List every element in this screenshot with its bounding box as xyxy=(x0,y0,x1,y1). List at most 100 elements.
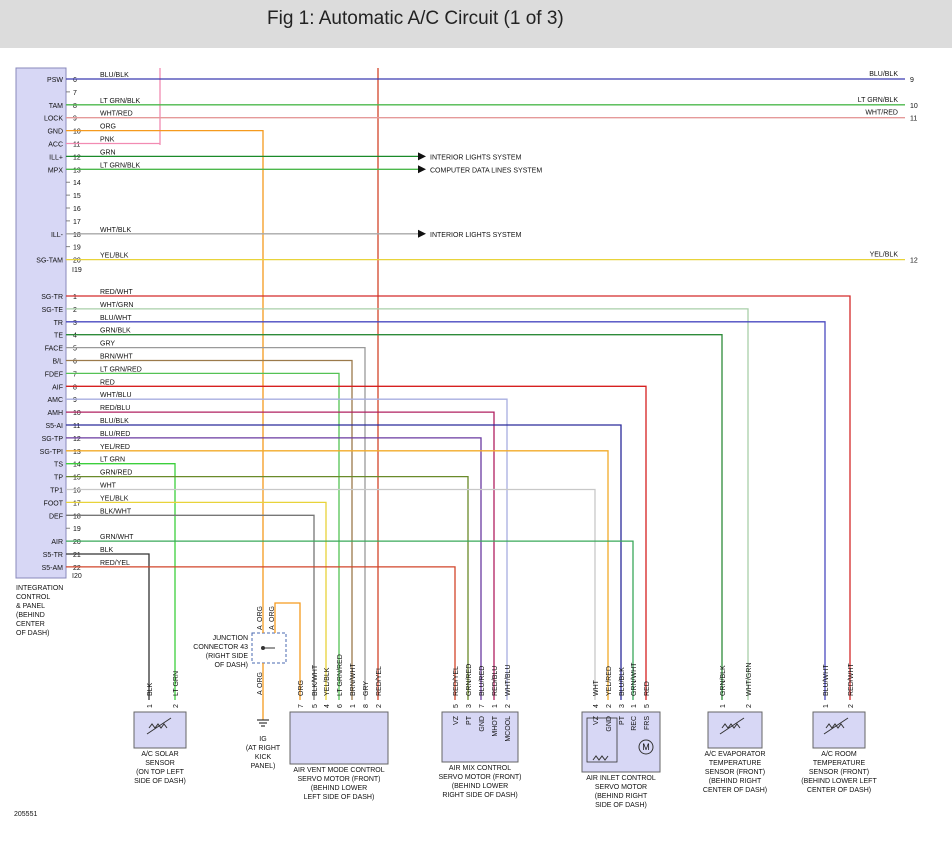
wire-tr xyxy=(66,321,826,700)
pin-number: 1 xyxy=(147,704,154,708)
terminal-number: 12 xyxy=(910,258,918,265)
pin-label: AIF xyxy=(52,384,63,391)
pin-number: 2 xyxy=(848,704,855,708)
pin-number: 18 xyxy=(73,232,81,239)
pin-number: 13 xyxy=(73,167,81,174)
terminal-number: 11 xyxy=(910,116,917,123)
wire-foot xyxy=(66,501,327,700)
pin-number: 4 xyxy=(324,704,331,708)
wire-label: WHT xyxy=(100,483,117,490)
header-bar: Fig 1: Automatic A/C Circuit (1 of 3) xyxy=(0,0,952,48)
wire-label: LT GRN xyxy=(100,457,125,464)
pin-number: 5 xyxy=(453,704,460,708)
vent-caption: SERVO MOTOR (FRONT) xyxy=(298,776,381,783)
evap-caption: SENSOR (FRONT) xyxy=(705,769,765,776)
wire-label: GRN/RED xyxy=(100,470,132,477)
pin-number: 8 xyxy=(73,103,77,110)
solar-caption: SIDE OF DASH) xyxy=(134,778,186,785)
pin-label: SG-TPI xyxy=(40,449,63,456)
wire-junction-out xyxy=(274,602,301,700)
pin-number: 15 xyxy=(73,193,81,200)
wire-label: RED/YEL xyxy=(100,560,130,567)
pin-label: B/L xyxy=(52,359,63,366)
wire-label: GRN/BLK xyxy=(720,665,727,696)
room-box xyxy=(812,711,866,749)
inlet-caption: SIDE OF DASH) xyxy=(595,802,647,809)
wire-aif xyxy=(66,385,647,700)
wire-label: ORG xyxy=(100,124,116,131)
wire-label: BLK xyxy=(147,682,154,696)
pin-number: 17 xyxy=(73,500,81,507)
wire-label: LT GRN/RED xyxy=(337,654,344,696)
wire-label: ORG xyxy=(298,680,305,696)
pin-number: 1 xyxy=(350,704,357,708)
pin-number: 2 xyxy=(505,704,512,708)
wire-label: WHT/GRN xyxy=(100,302,133,309)
evap-caption: CENTER OF DASH) xyxy=(703,787,767,794)
junction-pin: A xyxy=(257,625,264,630)
evap-caption: TEMPERATURE xyxy=(709,760,762,767)
wire-label: LT GRN/BLK xyxy=(100,162,141,169)
wire-label: RED xyxy=(100,379,115,386)
wire-label: WHT/RED xyxy=(865,110,898,117)
arrow-icon xyxy=(418,152,426,161)
wire-gnd-org xyxy=(66,129,264,605)
pin-number: 5 xyxy=(73,346,77,353)
pin-label: TR xyxy=(54,320,63,327)
pin-number: 7 xyxy=(73,371,77,378)
wire-sg-tpi xyxy=(66,450,609,700)
pin-number: 4 xyxy=(593,704,600,708)
wire-label: BLU/BLK xyxy=(100,72,129,79)
pin-number: 1 xyxy=(823,704,830,708)
pin-function-label: PT xyxy=(466,715,473,725)
thermistor-icon xyxy=(823,717,849,735)
mix-caption: AIR MIX CONTROL xyxy=(449,765,511,772)
junction-pin: A xyxy=(257,690,264,695)
pin-label: TP1 xyxy=(50,488,63,495)
wire-label: LT GRN/RED xyxy=(100,366,142,373)
wire-tp1 xyxy=(66,488,596,700)
wire-fdef xyxy=(66,372,340,700)
pin-number: 2 xyxy=(746,704,753,708)
pin-label: ILL+ xyxy=(49,154,63,161)
wire-label: RED xyxy=(644,681,651,696)
wire-label: WHT/BLK xyxy=(100,227,131,234)
pin-number: 19 xyxy=(73,245,81,252)
pin-number: 6 xyxy=(73,359,77,366)
solar-caption: A/C SOLAR xyxy=(141,751,178,758)
pin-label: GND xyxy=(47,129,63,136)
wire-label: YEL/RED xyxy=(100,444,130,451)
evap-caption: (BEHIND RIGHT xyxy=(709,778,762,785)
wire-label: YEL/BLK xyxy=(100,495,129,502)
pin-label: TAM xyxy=(49,103,63,110)
wire-label: GRN/WHT xyxy=(631,662,638,696)
wire-sg-tr xyxy=(66,295,851,700)
wire-sg-tp xyxy=(66,437,482,700)
pin-label: S5-TR xyxy=(43,552,63,559)
pin-number: 2 xyxy=(73,307,77,314)
room-caption: TEMPERATURE xyxy=(813,760,866,767)
connector-label: I19 xyxy=(72,267,82,274)
pin-number: 9 xyxy=(73,116,77,123)
pin-number: 20 xyxy=(73,258,81,265)
evap-caption: A/C EVAPORATOR xyxy=(704,751,765,758)
wire-def xyxy=(66,514,315,700)
pin-number: 17 xyxy=(73,219,81,226)
pin-number: 1 xyxy=(492,704,499,708)
pin-label: TE xyxy=(54,333,63,340)
wire-face xyxy=(66,346,366,700)
pin-number: 16 xyxy=(73,206,81,213)
pin-label: PSW xyxy=(47,77,63,84)
wire-label: BRN/WHT xyxy=(350,663,357,696)
wire-label: RED/BLU xyxy=(100,405,130,412)
solar-box xyxy=(133,711,187,749)
wire-te xyxy=(66,334,723,700)
pin-function-label: VZ xyxy=(593,715,600,725)
wire-label: YEL/BLK xyxy=(324,667,331,696)
arrow-label: INTERIOR LIGHTS SYSTEM xyxy=(430,232,522,239)
connector-label: I20 xyxy=(72,573,82,580)
motor-symbol: M xyxy=(642,742,650,752)
wire-label: BLK/WHT xyxy=(100,508,132,515)
wire-label: WHT/BLU xyxy=(100,392,132,399)
wire-air xyxy=(66,540,634,700)
